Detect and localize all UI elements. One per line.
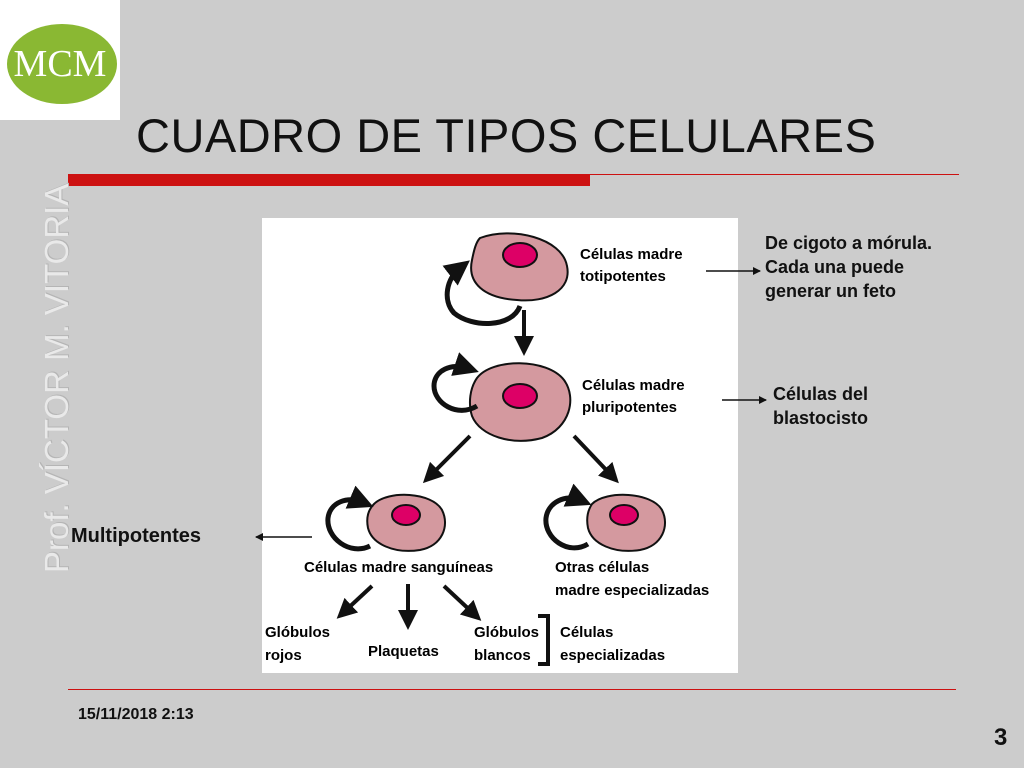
logo-text: MCM xyxy=(14,43,107,85)
blood-stem-label: Células madre sanguíneas xyxy=(304,559,493,576)
other-self-renew-arrow xyxy=(543,483,592,551)
white-cells-label-2: blancos xyxy=(474,647,531,664)
title-rule-thick xyxy=(68,174,590,186)
grouping-bracket xyxy=(538,614,550,666)
totipotent-label-2: totipotentes xyxy=(580,268,666,285)
pluripotent-label-2: pluripotentes xyxy=(582,399,677,416)
cell-diagram-svg: Células madre totipotentes Células madre… xyxy=(265,232,709,666)
other-stem-cell xyxy=(586,493,667,552)
page-number: 3 xyxy=(994,724,1008,751)
totipotent-self-renew-arrow xyxy=(442,260,523,326)
logo-area: MCM xyxy=(0,0,120,120)
pluripotent-note-line-2: blastocisto xyxy=(773,408,869,428)
pluripotent-note-line-1: Células del xyxy=(773,384,869,404)
cell-diagram: Células madre totipotentes Células madre… xyxy=(262,218,738,673)
mcm-logo: MCM xyxy=(7,24,117,104)
arrow-to-white-cells xyxy=(442,584,482,621)
pluripotent-cell xyxy=(468,362,572,442)
other-stem-label-2: madre especializadas xyxy=(555,582,709,599)
totipotent-cell xyxy=(470,232,569,302)
pluripotent-self-renew-arrow xyxy=(431,352,479,413)
specialized-label-2: especializadas xyxy=(560,647,665,664)
totipotent-note: De cigoto a mórula. Cada una puede gener… xyxy=(765,231,932,303)
totipotent-label-1: Células madre xyxy=(580,246,683,263)
blood-self-renew-arrow xyxy=(325,485,374,552)
pluripotent-label-1: Células madre xyxy=(582,377,685,394)
other-stem-label-1: Otras células xyxy=(555,559,649,576)
specialized-label-1: Células xyxy=(560,624,613,641)
totipotent-note-line-1: De cigoto a mórula. xyxy=(765,233,933,253)
platelets-label: Plaquetas xyxy=(368,643,439,660)
footer-rule xyxy=(68,689,956,690)
multipotent-note: Multipotentes xyxy=(71,525,201,547)
white-cells-label-1: Glóbulos xyxy=(474,624,539,641)
logo-ellipse xyxy=(7,24,117,104)
arrow-to-blood xyxy=(422,434,472,484)
blood-stem-cell xyxy=(366,493,447,552)
arrow-to-red-cells xyxy=(336,584,374,619)
arrow-to-other xyxy=(572,434,619,484)
totipotent-note-line-3: generar un feto xyxy=(765,281,897,301)
red-cells-label-2: rojos xyxy=(265,647,302,664)
slide-title: CUADRO DE TIPOS CELULARES xyxy=(136,109,877,162)
red-cells-label-1: Glóbulos xyxy=(265,624,330,641)
slide-date: 15/11/2018 2:13 xyxy=(78,706,194,723)
title-rule-thin xyxy=(590,174,959,175)
pluripotent-note: Células del blastocisto xyxy=(773,382,868,430)
totipotent-note-line-2: Cada una puede xyxy=(765,257,905,277)
